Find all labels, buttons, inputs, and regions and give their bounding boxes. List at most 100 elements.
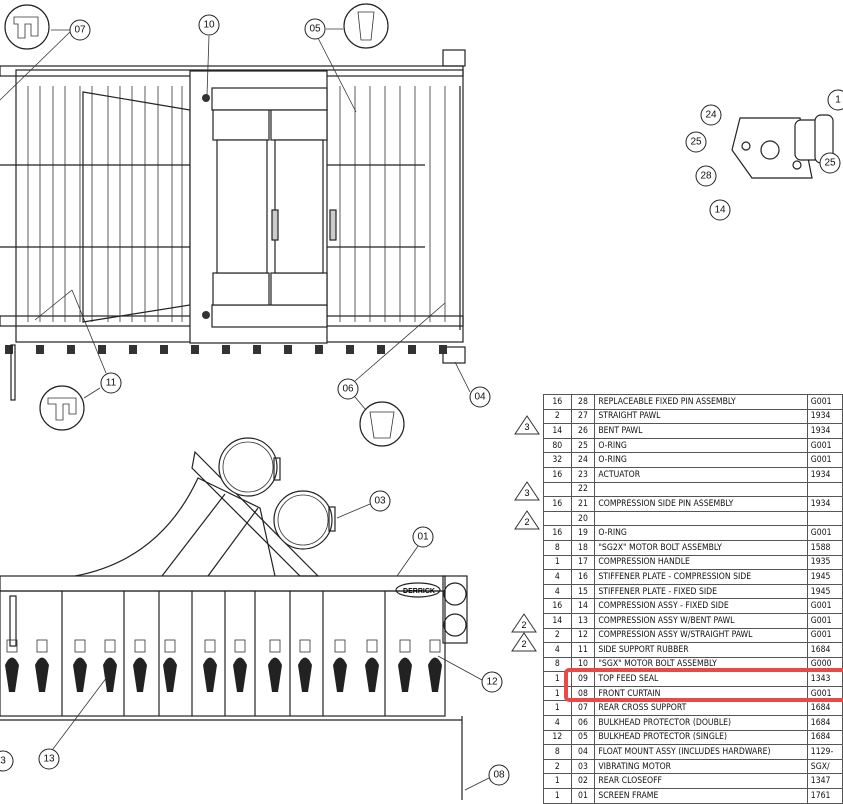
- bom-description: COMPRESSION SIDE PIN ASSEMBLY: [594, 496, 808, 512]
- bom-description: BULKHEAD PROTECTOR (SINGLE): [594, 729, 808, 746]
- svg-text:28: 28: [700, 171, 712, 182]
- bom-qty: 16: [543, 466, 572, 483]
- bom-qty: 80: [543, 437, 572, 454]
- bom-item: 26: [570, 423, 596, 439]
- bom-qty: 16: [543, 598, 572, 614]
- bom-part: 1934: [806, 423, 843, 439]
- bom-qty: 2: [543, 627, 572, 644]
- bom-part: 1684: [806, 715, 843, 731]
- bom-part: 1935: [806, 554, 843, 571]
- svg-text:08: 08: [493, 770, 505, 781]
- bom-item: 22: [570, 481, 596, 498]
- svg-text:11: 11: [106, 378, 117, 389]
- bom-part: 1129-: [806, 744, 843, 760]
- balloon-07: 07: [69, 19, 91, 41]
- leader-lines: [0, 28, 490, 791]
- bom-qty: 4: [543, 715, 572, 731]
- bom-item: 11: [570, 642, 596, 658]
- bom-item: 06: [570, 715, 596, 731]
- bom-part: SGX/: [806, 758, 843, 775]
- svg-text:04: 04: [474, 392, 486, 403]
- bom-description: SIDE SUPPORT RUBBER: [594, 642, 808, 658]
- bom-qty: 2: [543, 758, 572, 775]
- bom-item: 04: [570, 744, 596, 760]
- balloon-25: 25: [685, 131, 707, 153]
- bom-description: STRAIGHT PAWL: [594, 408, 808, 425]
- revision-triangle: 3: [514, 415, 540, 435]
- top-view: [0, 49, 466, 401]
- bom-description: BENT PAWL: [594, 423, 808, 439]
- balloon-03: 03: [369, 490, 391, 512]
- bom-part: G001: [806, 394, 843, 410]
- bom-qty: 8: [543, 744, 572, 760]
- bom-part: 1347: [806, 773, 843, 790]
- bom-description: SCREEN FRAME: [594, 788, 808, 804]
- bom-qty: 8: [543, 539, 572, 556]
- derrick-logo: DERRICK: [403, 588, 435, 595]
- bom-description: VIBRATING MOTOR: [594, 758, 808, 775]
- revision-triangle: 2: [511, 632, 537, 652]
- bom-item: 24: [570, 452, 596, 468]
- bom-part: 1945: [806, 583, 843, 600]
- svg-text:07: 07: [74, 25, 86, 36]
- balloon-14: 14: [709, 199, 731, 221]
- bom-item: 15: [570, 583, 596, 600]
- bom-description: COMPRESSION ASSY W/BENT PAWL: [594, 612, 808, 629]
- svg-text:25: 25: [824, 158, 836, 169]
- bom-part: G001: [806, 525, 843, 541]
- bom-item: 14: [570, 598, 596, 614]
- bom-part: 1588: [806, 539, 843, 556]
- bom-item: 05: [570, 729, 596, 746]
- bom-description: REPLACEABLE FIXED PIN ASSEMBLY: [594, 394, 808, 410]
- bom-part: 1684: [806, 729, 843, 746]
- actuator-detail: [731, 114, 834, 179]
- bom-qty: 14: [543, 612, 572, 629]
- bom-description: REAR CROSS SUPPORT: [594, 700, 808, 717]
- balloon-01: 01: [412, 526, 434, 548]
- balloon-11: 11: [100, 372, 122, 394]
- side-view: DERRICK: [0, 437, 468, 800]
- bom-item: 03: [570, 758, 596, 775]
- bom-description: COMPRESSION ASSY W/STRAIGHT PAWL: [594, 627, 808, 644]
- bom-item: 13: [570, 612, 596, 629]
- bom-qty: 1: [543, 773, 572, 790]
- revision-number: 2: [521, 620, 527, 630]
- svg-text:14: 14: [714, 205, 726, 216]
- balloon-12: 12: [481, 671, 503, 693]
- svg-text:13: 13: [43, 754, 55, 765]
- bom-part: 1761: [806, 788, 843, 804]
- bom-item: 12: [570, 627, 596, 644]
- bom-item: 19: [570, 525, 596, 541]
- revision-number: 2: [524, 517, 530, 527]
- revision-number: 3: [524, 422, 530, 432]
- balloon-25-right: 25: [819, 152, 841, 174]
- bom-part: G001: [806, 437, 843, 454]
- bom-part: 1945: [806, 569, 843, 585]
- bom-description: [594, 510, 808, 527]
- balloon-13: 13: [38, 748, 60, 770]
- bom-item: 20: [570, 510, 596, 527]
- bom-qty: [543, 510, 572, 527]
- bom-item: 01: [570, 788, 596, 804]
- bom-qty: 4: [543, 583, 572, 600]
- bom-description: O-RING: [594, 525, 808, 541]
- bom-part: G001: [806, 612, 843, 629]
- bom-qty: 1: [543, 700, 572, 717]
